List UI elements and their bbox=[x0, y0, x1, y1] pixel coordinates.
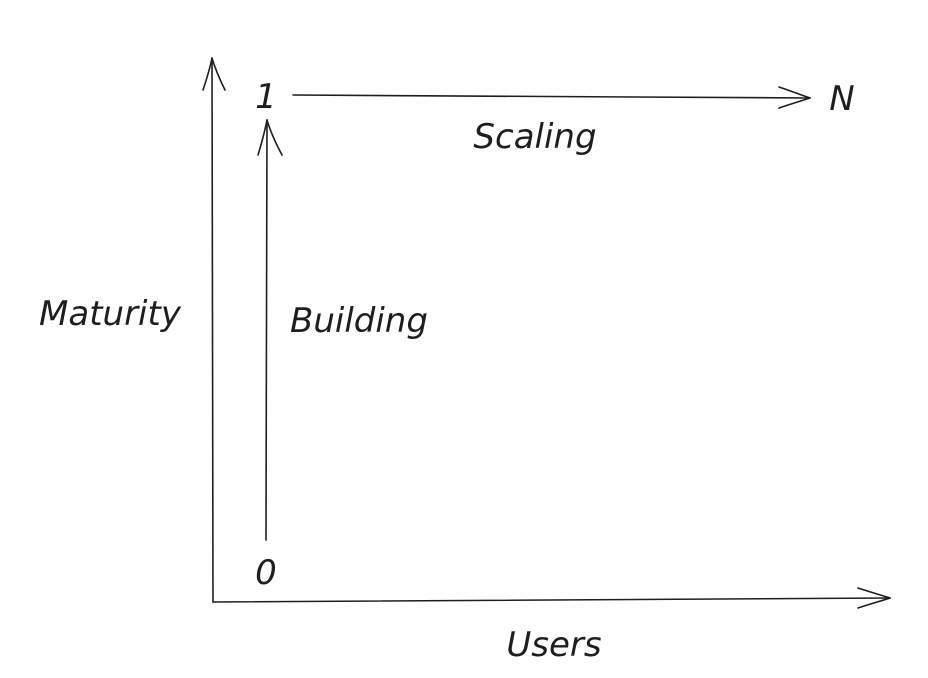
x-axis-label: Users bbox=[506, 625, 601, 665]
building-label: Building bbox=[290, 301, 428, 341]
x-axis bbox=[212, 587, 891, 609]
point-zero-label: 0 bbox=[255, 553, 277, 593]
y-axis bbox=[202, 57, 226, 603]
point-one-label: 1 bbox=[255, 77, 277, 117]
building-arrow bbox=[257, 119, 283, 541]
scaling-label: Scaling bbox=[473, 117, 596, 157]
point-n-label: N bbox=[829, 79, 854, 119]
y-axis-label: Maturity bbox=[39, 294, 182, 334]
scaling-arrow bbox=[292, 86, 811, 109]
